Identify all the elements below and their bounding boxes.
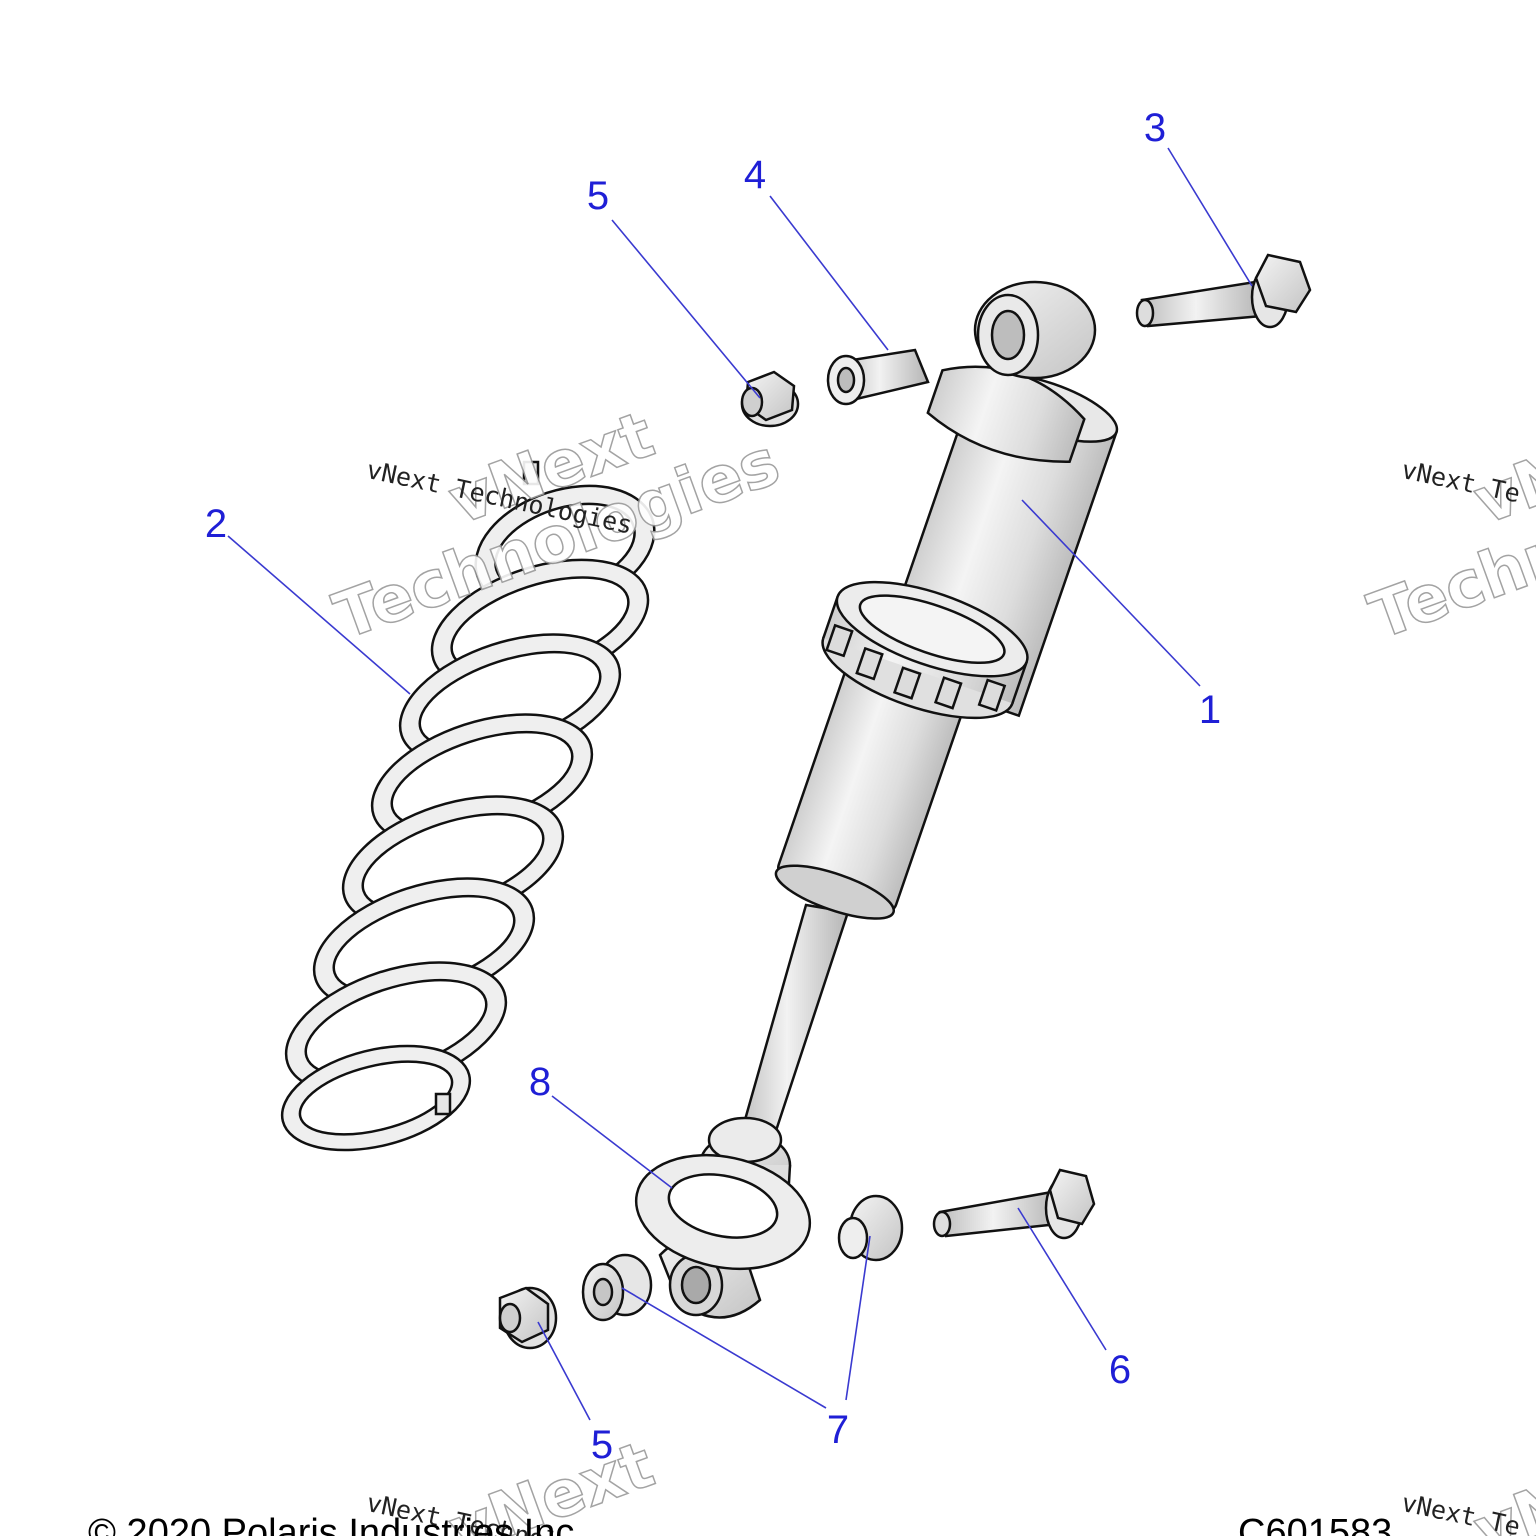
flange-nut-upper [740,370,800,428]
callout-1: 1 [1198,688,1222,732]
step-bushing-right [837,1194,904,1262]
callout-5-lower: 5 [590,1423,614,1467]
leader-lines [227,147,1253,1421]
callout-2: 2 [204,502,228,546]
coil-spring [280,460,656,1152]
callout-5-upper: 5 [586,174,610,218]
copyright-text: © 2020 Polaris Industries Inc. [88,1512,585,1536]
diagram-code: C601583 [1238,1512,1393,1536]
bolt-upper [1135,253,1312,329]
bolt-lower [932,1168,1096,1240]
callout-6: 6 [1108,1348,1132,1392]
step-bushing-left [581,1253,653,1322]
callout-4: 4 [743,153,767,197]
callout-8: 8 [528,1060,552,1104]
sleeve-bushing [826,348,930,406]
callout-3: 3 [1143,106,1167,150]
callout-7: 7 [826,1408,850,1452]
spring-retainer [634,1153,812,1271]
